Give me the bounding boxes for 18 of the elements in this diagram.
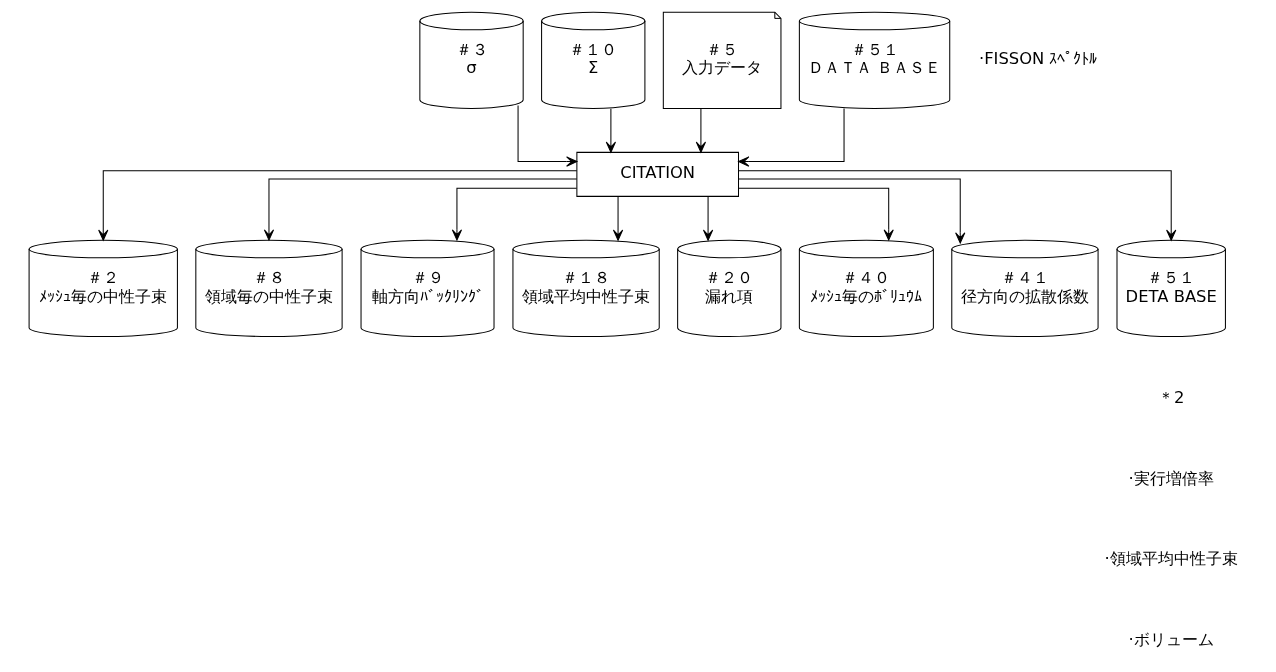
label: ＊2: [1158, 387, 1185, 407]
arrow: [738, 178, 966, 244]
arrow: [612, 196, 624, 241]
label: ·領域平均中性子束: [1104, 549, 1238, 569]
arrow: [695, 108, 706, 153]
arrow: [263, 178, 578, 241]
arrow: [605, 108, 616, 153]
label: ·ボリューム: [1128, 630, 1214, 650]
arrow: [98, 170, 578, 241]
arrow: [738, 108, 845, 167]
arrow: [702, 196, 714, 241]
arrow: [738, 170, 1177, 241]
node-label: ·FISSON ｽﾍﾟｸﾄﾙ: [978, 49, 1098, 69]
arrow: [517, 105, 578, 167]
arrow: [738, 187, 894, 241]
label: ·実行増倍率: [1128, 468, 1214, 488]
node-box: CITATION: [576, 151, 739, 197]
arrow: [451, 187, 578, 241]
